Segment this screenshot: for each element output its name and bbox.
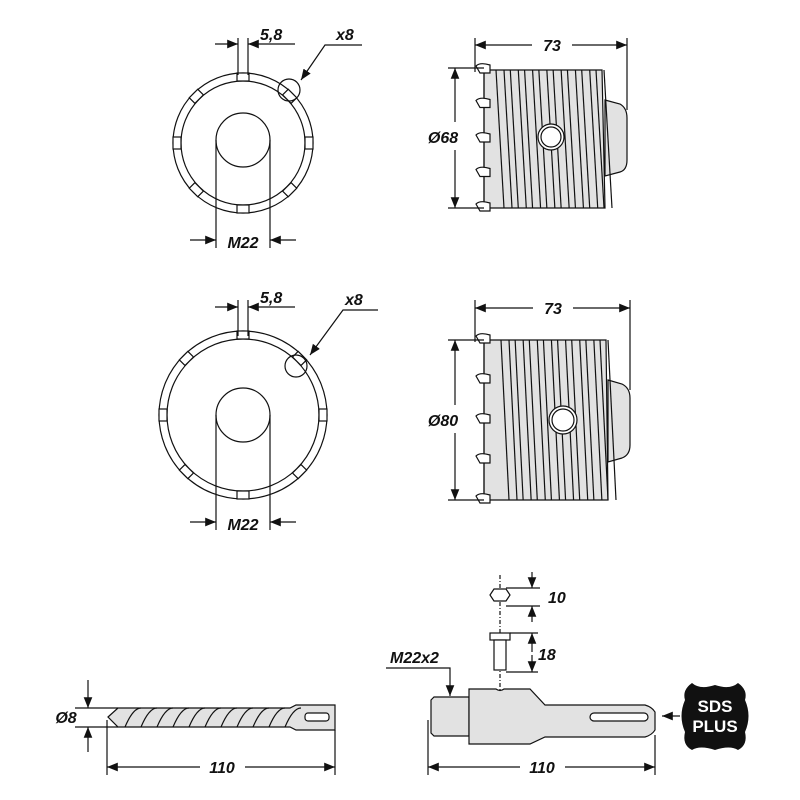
segment-tooth	[158, 408, 168, 422]
segment-width-label: 5,8	[260, 290, 282, 307]
segment-tooth	[236, 72, 250, 82]
segment-width-label: 5,8	[260, 27, 282, 44]
length-label: 73	[543, 38, 561, 55]
side-tooth	[475, 201, 491, 212]
side-tooth	[475, 333, 491, 344]
sds-adapter: 10 18 M22x2 110	[386, 572, 680, 777]
length-label: 73	[544, 301, 562, 318]
groove-line	[522, 339, 532, 501]
side-tooth	[475, 413, 491, 424]
groove-line	[517, 69, 527, 209]
bore-label: M22	[227, 235, 258, 252]
segment-tooth	[291, 463, 308, 480]
segment-tooth	[281, 181, 298, 198]
segment-tooth	[178, 463, 195, 480]
flute-line	[252, 707, 270, 728]
segment-tooth	[236, 330, 250, 340]
drill-diameter-label: Ø8	[55, 710, 76, 727]
groove-line	[503, 69, 513, 209]
side-view-80: 73 Ø80	[428, 300, 631, 504]
groove-line	[607, 339, 617, 501]
groove-line	[523, 69, 534, 209]
groove-line	[560, 69, 570, 209]
segment-count-label: x8	[344, 292, 363, 309]
flute-line	[284, 707, 302, 728]
diameter-label: Ø80	[428, 413, 458, 430]
thread-label: M22x2	[390, 650, 439, 667]
groove-line	[595, 69, 605, 209]
sds-plus-badge: SDS PLUS	[681, 683, 749, 750]
segment-count-label: x8	[335, 27, 354, 44]
groove-line	[542, 339, 553, 501]
groove-line	[514, 339, 524, 501]
diameter-label: Ø68	[428, 130, 458, 147]
nut-size-label: 10	[548, 590, 566, 607]
segment-tooth	[188, 181, 205, 198]
groove-line	[500, 339, 510, 501]
side-tooth	[475, 453, 491, 464]
front-view-68: M22 5,8 x8	[172, 27, 362, 252]
front-view-80: M22 5,8 x8	[158, 290, 378, 534]
flute-line	[204, 707, 222, 728]
groove-line	[495, 69, 505, 209]
bore-label: M22	[227, 517, 258, 534]
side-tooth	[475, 373, 491, 384]
segment-tooth	[188, 88, 205, 105]
side-view-68: 73 Ø68	[428, 38, 628, 212]
groove-line	[536, 339, 546, 501]
flute-line	[268, 707, 286, 728]
groove-line	[581, 69, 591, 209]
flute-line	[140, 707, 158, 728]
flute-line	[236, 707, 254, 728]
side-tooth	[475, 97, 491, 109]
groove-line	[579, 339, 589, 501]
drill-length-label: 110	[209, 760, 235, 777]
groove-line	[508, 339, 518, 501]
side-tooth	[475, 132, 491, 143]
flute-line	[172, 707, 190, 728]
segment-tooth	[172, 136, 182, 150]
groove-line	[603, 69, 613, 209]
flute-line	[156, 707, 174, 728]
adapter-length-label: 110	[529, 760, 555, 777]
groove-line	[589, 69, 599, 209]
teeth-segments	[158, 330, 328, 500]
pilot-drill: Ø8 110	[55, 680, 336, 777]
badge-line1: SDS	[698, 697, 733, 716]
side-tooth	[475, 166, 491, 178]
segment-tooth	[304, 136, 314, 150]
side-tooth	[475, 493, 491, 504]
groove-line	[593, 339, 603, 501]
groove-line	[574, 69, 585, 209]
groove-line	[531, 69, 542, 209]
groove-line	[566, 69, 577, 209]
groove-line	[509, 69, 519, 209]
bolt-length-label: 18	[538, 647, 556, 664]
flute-line	[188, 707, 206, 728]
groove-line	[528, 339, 538, 501]
segment-tooth	[236, 490, 250, 500]
badge-line2: PLUS	[692, 717, 737, 736]
segment-tooth	[318, 408, 328, 422]
flute-line	[124, 707, 142, 728]
groove-line	[585, 339, 595, 501]
groove-line	[599, 339, 609, 501]
teeth-segments	[172, 72, 314, 214]
flute-line	[220, 707, 238, 728]
segment-tooth	[178, 350, 195, 367]
segment-tooth	[236, 204, 250, 214]
